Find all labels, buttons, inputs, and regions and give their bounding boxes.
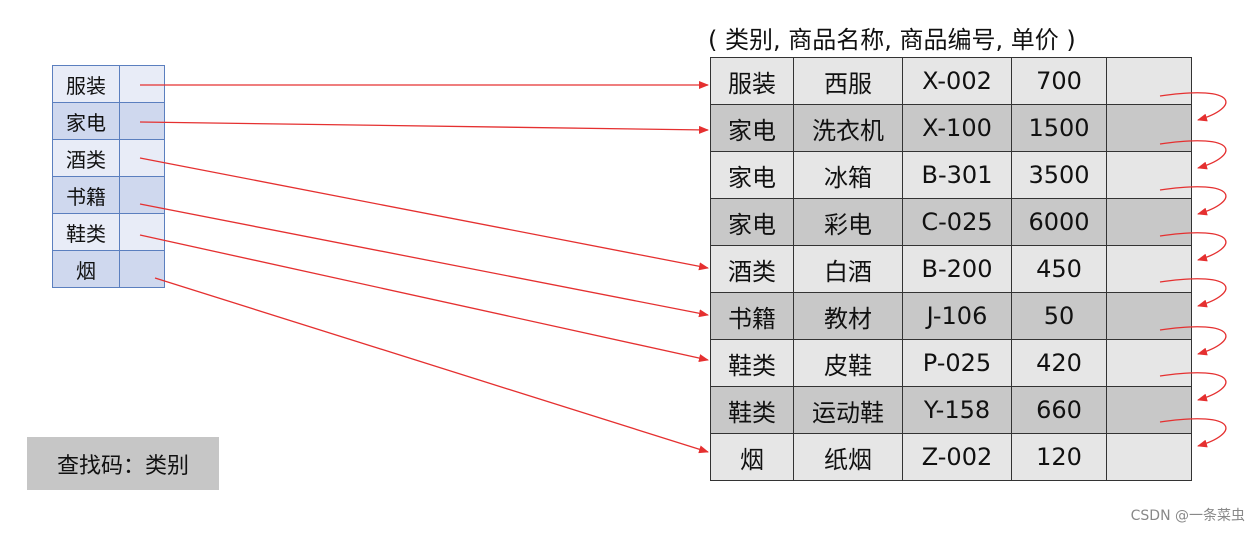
product-row: 家电 冰箱 B-301 3500 <box>710 151 1192 199</box>
chain-link-arrow <box>1159 326 1227 356</box>
product-name: 纸烟 <box>793 433 903 481</box>
chain-link-arrow <box>1159 372 1227 402</box>
index-category: 书籍 <box>52 176 120 214</box>
product-category: 服装 <box>710 57 794 105</box>
product-code: X-100 <box>902 104 1012 152</box>
product-table: 服装 西服 X-002 700 家电 洗衣机 X-100 1500 家电 冰箱 … <box>710 57 1192 481</box>
index-link-arrow <box>154 277 709 454</box>
product-name: 彩电 <box>793 198 903 246</box>
chain-link-arrow <box>1159 278 1227 308</box>
product-price: 120 <box>1011 433 1107 481</box>
index-pointer-cell <box>119 65 165 103</box>
product-code: C-025 <box>902 198 1012 246</box>
chain-link-arrow <box>1159 186 1227 216</box>
chain-link-arrow <box>1159 140 1227 170</box>
product-name: 运动鞋 <box>793 386 903 434</box>
product-category: 家电 <box>710 198 794 246</box>
product-code: B-301 <box>902 151 1012 199</box>
product-name: 洗衣机 <box>793 104 903 152</box>
product-code: X-002 <box>902 57 1012 105</box>
index-row: 烟 <box>52 250 165 288</box>
product-name: 西服 <box>793 57 903 105</box>
product-category: 烟 <box>710 433 794 481</box>
index-link-arrow <box>139 121 709 134</box>
product-pointer-cell <box>1106 57 1192 105</box>
index-pointer-cell <box>119 102 165 140</box>
product-row: 家电 彩电 C-025 6000 <box>710 198 1192 246</box>
chain-link-arrow <box>1159 418 1227 448</box>
product-code: P-025 <box>902 339 1012 387</box>
index-link-arrow <box>139 203 709 318</box>
product-code: B-200 <box>902 245 1012 293</box>
index-link-arrow <box>139 234 709 362</box>
product-code: Y-158 <box>902 386 1012 434</box>
index-pointer-cell <box>119 250 165 288</box>
product-category: 酒类 <box>710 245 794 293</box>
index-category: 服装 <box>52 65 120 103</box>
product-price: 3500 <box>1011 151 1107 199</box>
product-row: 家电 洗衣机 X-100 1500 <box>710 104 1192 152</box>
product-row: 烟 纸烟 Z-002 120 <box>710 433 1192 481</box>
index-category: 鞋类 <box>52 213 120 251</box>
product-code: J-106 <box>902 292 1012 340</box>
product-name: 冰箱 <box>793 151 903 199</box>
index-table: 服装 家电 酒类 书籍 鞋类 烟 <box>52 65 165 288</box>
product-pointer-cell <box>1106 198 1192 246</box>
index-link-arrow <box>139 157 709 271</box>
product-row: 酒类 白酒 B-200 450 <box>710 245 1192 293</box>
product-pointer-cell <box>1106 433 1192 481</box>
product-pointer-cell <box>1106 151 1192 199</box>
product-code: Z-002 <box>902 433 1012 481</box>
index-pointer-cell <box>119 213 165 251</box>
product-category: 家电 <box>710 151 794 199</box>
lookup-key-label: 查找码：类别 <box>27 437 219 490</box>
product-pointer-cell <box>1106 292 1192 340</box>
product-price: 420 <box>1011 339 1107 387</box>
product-price: 450 <box>1011 245 1107 293</box>
schema-title: ( 类别, 商品名称, 商品编号, 单价 ) <box>708 26 1076 54</box>
chain-link-arrow <box>1159 92 1227 122</box>
product-category: 鞋类 <box>710 339 794 387</box>
index-category: 酒类 <box>52 139 120 177</box>
index-row: 鞋类 <box>52 213 165 251</box>
index-row: 服装 <box>52 65 165 103</box>
watermark: CSDN @一条菜虫 <box>1130 508 1245 524</box>
product-price: 1500 <box>1011 104 1107 152</box>
product-pointer-cell <box>1106 104 1192 152</box>
index-row: 酒类 <box>52 139 165 177</box>
product-row: 服装 西服 X-002 700 <box>710 57 1192 105</box>
product-name: 教材 <box>793 292 903 340</box>
product-pointer-cell <box>1106 245 1192 293</box>
product-name: 白酒 <box>793 245 903 293</box>
product-price: 6000 <box>1011 198 1107 246</box>
product-pointer-cell <box>1106 386 1192 434</box>
product-price: 50 <box>1011 292 1107 340</box>
chain-link-arrow <box>1159 232 1227 262</box>
product-row: 鞋类 运动鞋 Y-158 660 <box>710 386 1192 434</box>
product-row: 书籍 教材 J-106 50 <box>710 292 1192 340</box>
product-category: 家电 <box>710 104 794 152</box>
